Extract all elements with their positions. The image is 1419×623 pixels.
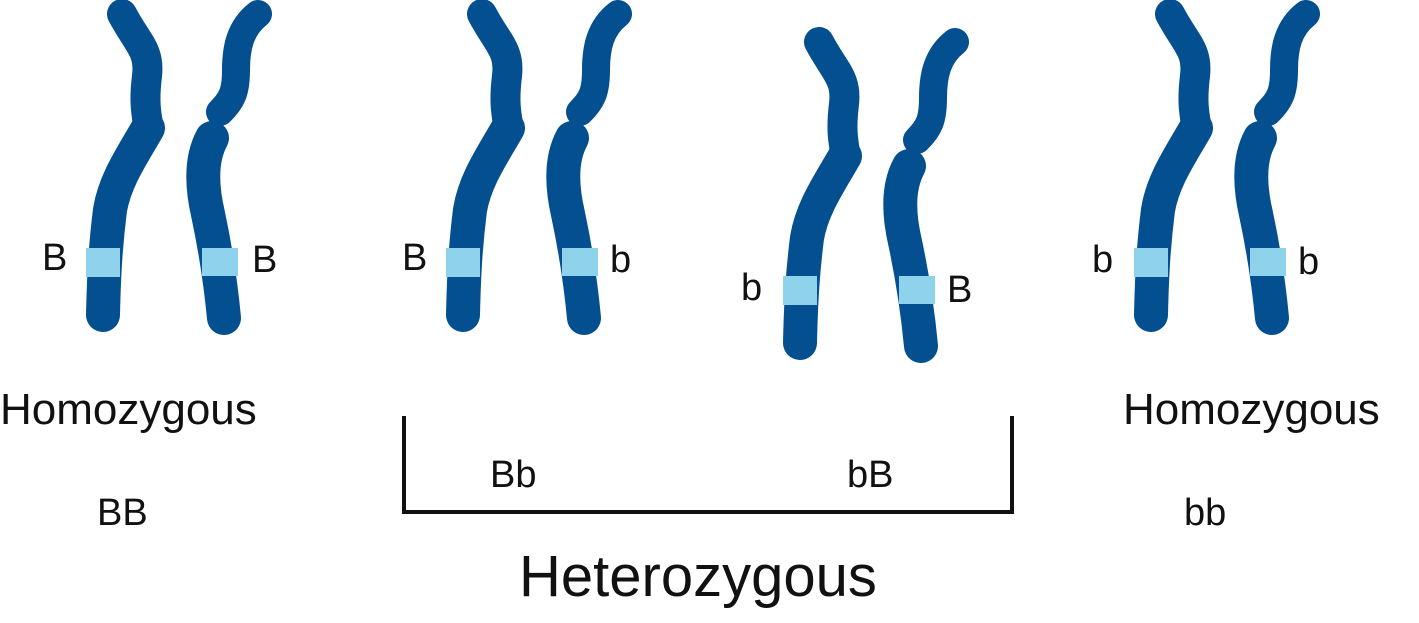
heterozygous-bracket (402, 416, 1014, 514)
homozygous-left-label: Homozygous (0, 385, 257, 434)
allele-band (1134, 248, 1168, 277)
allele-label-left: b (741, 267, 762, 309)
chromosome-left: B (42, 0, 165, 332)
genotype-Bb-label: Bb (490, 454, 536, 496)
allele-label-right: B (252, 239, 277, 281)
chromosome-left: b (1092, 0, 1213, 332)
chromosome-right: B (883, 28, 972, 363)
allele-label-right: b (1298, 241, 1319, 283)
genotype-bb-label: bb (1184, 492, 1226, 534)
allele-band (446, 248, 480, 277)
chromosome-right: b (546, 0, 632, 335)
chromosome-right: B (186, 0, 277, 335)
chromosome-pair-homozygous-dominant: B B (42, 0, 277, 335)
chromosome-pair-heterozygous-bB: b B (741, 27, 972, 363)
heterozygous-label: Heterozygous (519, 544, 877, 609)
homozygous-right-label: Homozygous (1123, 385, 1380, 434)
allele-band (783, 276, 817, 305)
chromosome-left: b (741, 27, 862, 360)
genotype-BB-label: BB (97, 492, 148, 534)
allele-band (899, 276, 935, 304)
chromosome-right: b (1234, 0, 1320, 335)
allele-label-right: B (947, 269, 972, 311)
allele-band (1250, 248, 1286, 276)
genotype-bB-label: bB (847, 454, 893, 496)
allele-label-right: b (610, 239, 631, 281)
allele-label-left: B (402, 237, 427, 279)
chromosome-left: B (402, 0, 525, 332)
allele-label-left: b (1092, 239, 1113, 281)
allele-band (562, 248, 598, 276)
allele-label-left: B (42, 237, 67, 279)
allele-band (86, 248, 120, 277)
allele-band (202, 248, 238, 276)
chromosome-pair-homozygous-recessive: b b (1092, 0, 1320, 335)
chromosome-pair-heterozygous-Bb: B b (402, 0, 632, 335)
